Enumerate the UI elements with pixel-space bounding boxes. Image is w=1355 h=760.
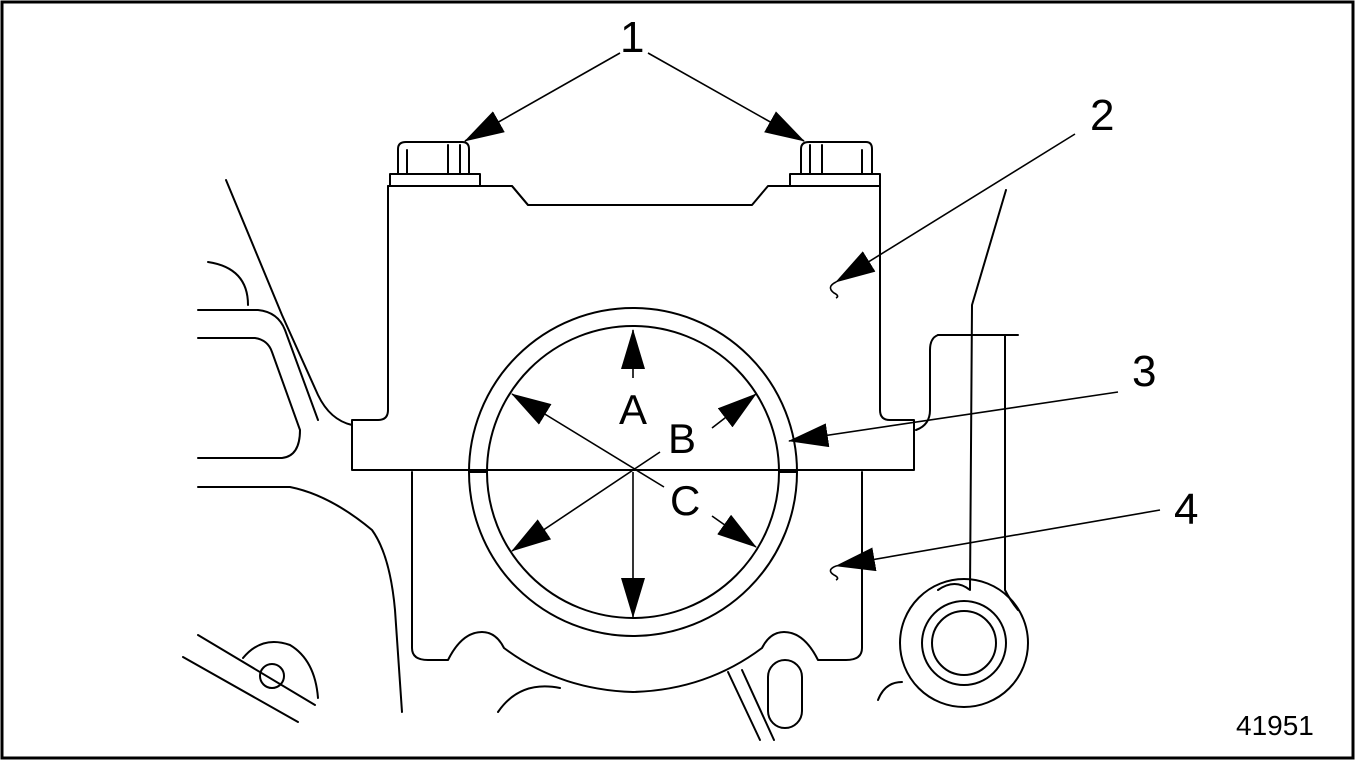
callout-3: 3 [1132,347,1156,396]
left-block-casting [182,179,403,723]
callout-2: 2 [1090,91,1114,140]
dim-label-a: A [619,386,647,433]
dim-b-line-lower [511,451,661,552]
block-saddle [411,471,863,741]
measurement-lines [511,329,757,618]
bearing-bore [468,307,798,637]
dim-label-c: C [670,477,700,524]
bolt-right [789,141,881,187]
dim-label-b: B [668,415,696,462]
callout-leaders [464,52,1161,581]
dim-c-line-upper [511,393,665,488]
right-block-casting [877,189,1029,708]
bolt-left [389,141,481,187]
callout-4: 4 [1174,485,1198,534]
callout-1: 1 [620,13,644,62]
figure-number: 41951 [1236,710,1314,741]
dim-c-line-lower [711,514,757,548]
dim-b-line-upper [711,393,757,429]
